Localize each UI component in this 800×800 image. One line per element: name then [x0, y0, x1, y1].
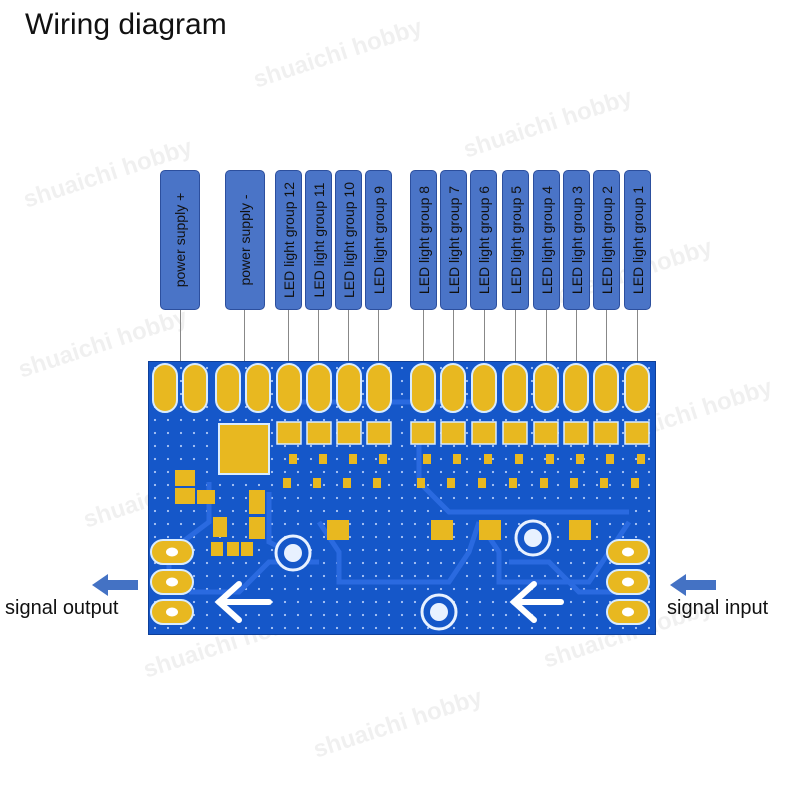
- pad: [336, 363, 362, 413]
- label-led-group-7: LED light group 7: [440, 170, 467, 310]
- pad: [215, 363, 241, 413]
- label-text: LED light group 1: [629, 185, 646, 295]
- leader-line: [546, 310, 547, 362]
- label-text: LED light group 9: [370, 185, 387, 295]
- label-text: LED light group 3: [568, 185, 585, 295]
- label-led-group-10: LED light group 10: [335, 170, 362, 310]
- label-led-group-11: LED light group 11: [305, 170, 332, 310]
- label-text: LED light group 11: [310, 182, 327, 298]
- label-text: LED light group 12: [280, 182, 297, 298]
- label-text: LED light group 5: [507, 185, 524, 295]
- leader-line: [244, 310, 245, 362]
- signal-output-arrow-icon: [92, 574, 138, 596]
- pad: [245, 363, 271, 413]
- label-text: LED light group 6: [475, 185, 492, 295]
- signal-input-label: signal input: [667, 597, 769, 619]
- diagram-title: Wiring diagram: [25, 8, 227, 41]
- leader-line: [515, 310, 516, 362]
- label-text: LED light group 8: [415, 185, 432, 295]
- leader-line: [378, 310, 379, 362]
- left-components: [175, 470, 265, 556]
- label-text: LED light group 7: [445, 185, 462, 295]
- pad: [624, 363, 650, 413]
- label-led-group-12: LED light group 12: [275, 170, 302, 310]
- leader-line: [348, 310, 349, 362]
- component-row: [276, 421, 650, 445]
- pcb-direction-arrows: [214, 581, 564, 623]
- label-text: power supply +: [172, 192, 188, 288]
- pad: [182, 363, 208, 413]
- label-text: power supply -: [237, 194, 253, 286]
- pad: [410, 363, 436, 413]
- label-text: LED light group 4: [538, 185, 555, 295]
- pad: [593, 363, 619, 413]
- pad: [502, 363, 528, 413]
- pad: [563, 363, 589, 413]
- label-power-plus: power supply +: [160, 170, 200, 310]
- pad: [366, 363, 392, 413]
- label-led-group-3: LED light group 3: [563, 170, 590, 310]
- label-led-group-4: LED light group 4: [533, 170, 560, 310]
- pad: [533, 363, 559, 413]
- pcb-board: [148, 361, 656, 635]
- large-square-pad: [218, 423, 270, 475]
- label-power-minus: power supply -: [225, 170, 265, 310]
- pad: [440, 363, 466, 413]
- leader-line: [288, 310, 289, 362]
- label-led-group-1: LED light group 1: [624, 170, 651, 310]
- label-led-group-2: LED light group 2: [593, 170, 620, 310]
- pad: [276, 363, 302, 413]
- mounting-holes: [274, 519, 552, 631]
- leader-line: [180, 310, 181, 362]
- label-led-group-5: LED light group 5: [502, 170, 529, 310]
- leader-line: [423, 310, 424, 362]
- leader-line: [576, 310, 577, 362]
- label-led-group-6: LED light group 6: [470, 170, 497, 310]
- leader-line: [484, 310, 485, 362]
- side-pads: [150, 539, 650, 625]
- label-led-group-9: LED light group 9: [365, 170, 392, 310]
- signal-input-arrow-icon: [670, 574, 716, 596]
- small-pads-row: [283, 454, 645, 488]
- label-led-group-8: LED light group 8: [410, 170, 437, 310]
- watermark: shuaichi hobby: [459, 83, 636, 164]
- label-text: LED light group 2: [598, 185, 615, 295]
- signal-output-label: signal output: [5, 597, 119, 619]
- label-text: LED light group 10: [340, 182, 357, 298]
- leader-line: [318, 310, 319, 362]
- watermark: shuaichi hobby: [249, 13, 426, 94]
- leader-line: [606, 310, 607, 362]
- ic-chips: [327, 520, 591, 540]
- pad: [152, 363, 178, 413]
- pad: [471, 363, 497, 413]
- leader-line: [637, 310, 638, 362]
- watermark: shuaichi hobby: [309, 683, 486, 764]
- pcb-artwork: [149, 362, 655, 634]
- leader-line: [453, 310, 454, 362]
- top-pads: [152, 363, 650, 413]
- pad: [306, 363, 332, 413]
